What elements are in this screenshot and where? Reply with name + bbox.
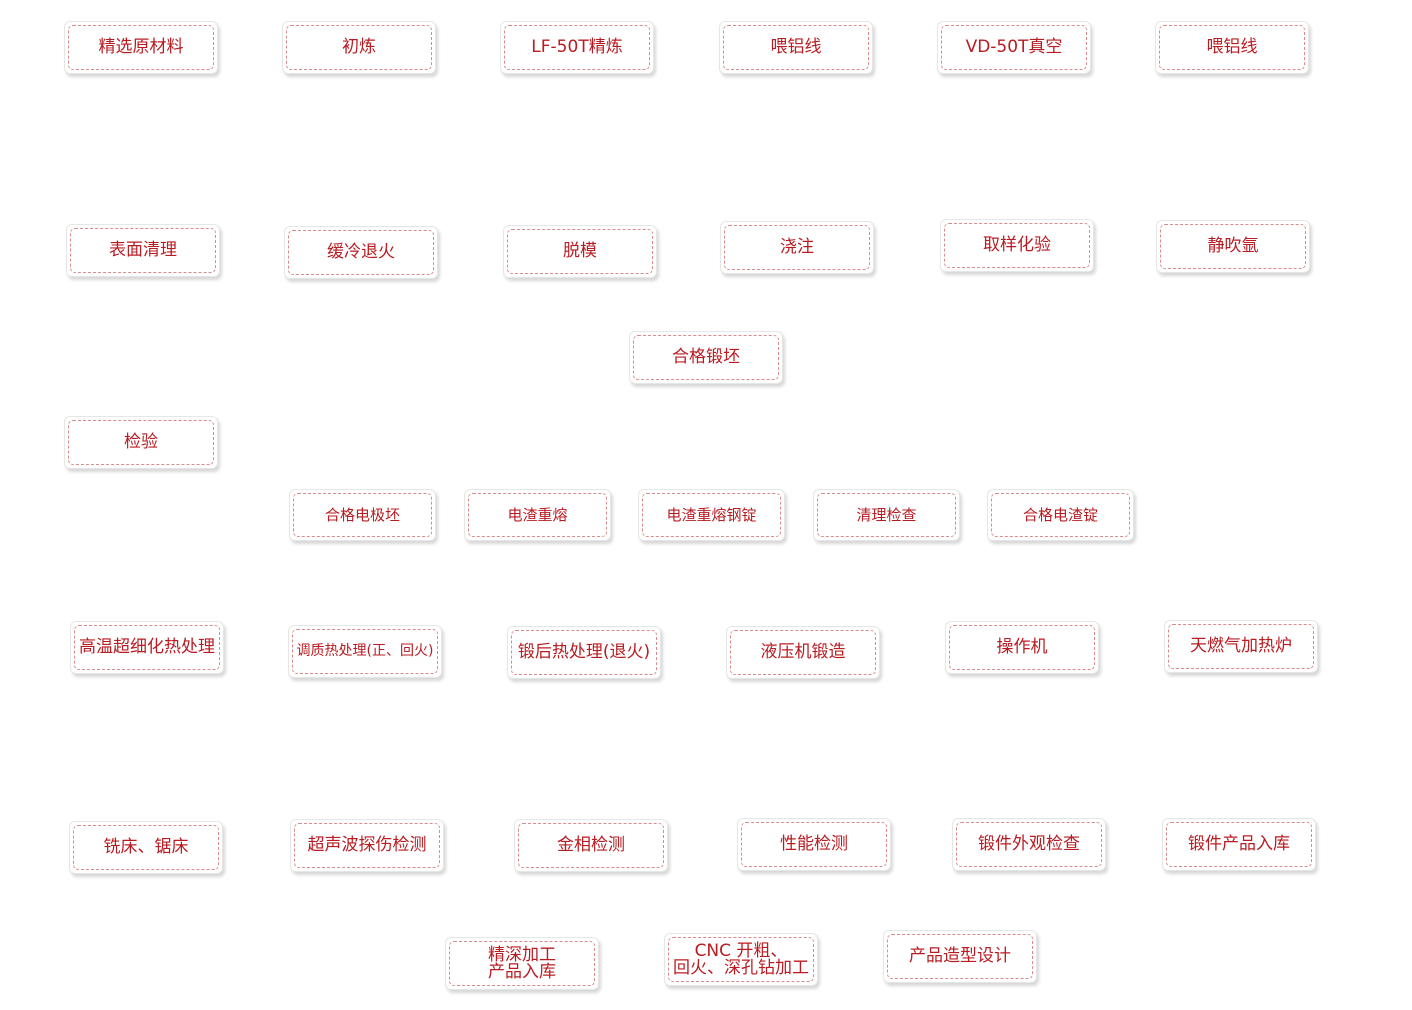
step-label: 锻件外观检查 [978, 834, 1080, 854]
step-slow-cool-annealing: 缓冷退火 [284, 226, 438, 279]
step-argon-blowing: 静吹氩 [1156, 220, 1310, 273]
step-label: 喂铝线 [770, 37, 822, 57]
step-label: 性能检测 [780, 834, 848, 854]
step-label: 合格电极坯 [324, 505, 400, 524]
step-clean-inspect: 清理检查 [813, 489, 960, 541]
step-gas-heating-furnace: 天燃气加热炉 [1164, 620, 1318, 673]
step-deep-processing-storage: 精深加工 产品入库 [445, 937, 599, 990]
step-label: 精选原材料 [98, 37, 184, 57]
step-label: 产品造型设计 [909, 946, 1011, 966]
step-manipulator: 操作机 [945, 621, 1099, 674]
step-label: VD-50T真空 [965, 37, 1063, 57]
step-label: 液压机锻造 [760, 642, 846, 662]
step-primary-smelting: 初炼 [282, 21, 436, 74]
step-label: 检验 [124, 432, 158, 452]
step-product-design: 产品造型设计 [883, 930, 1037, 983]
step-high-temp-refining-heat-treatment: 高温超细化热处理 [70, 621, 224, 674]
step-label: 超声波探伤检测 [307, 835, 427, 855]
step-label: 调质热处理(正、回火) [296, 643, 434, 659]
step-label: 金相检测 [557, 835, 625, 855]
step-lf-refining: LF-50T精炼 [500, 21, 654, 74]
step-label: 合格电渣锭 [1022, 505, 1098, 524]
step-label: 天燃气加热炉 [1190, 636, 1292, 656]
step-surface-cleaning: 表面清理 [66, 224, 220, 277]
step-label: LF-50T精炼 [531, 37, 623, 57]
step-milling-sawing: 铣床、锯床 [69, 821, 223, 874]
step-label: 清理检查 [856, 505, 917, 524]
step-vd-vacuum: VD-50T真空 [937, 21, 1091, 74]
step-label: 初炼 [342, 37, 376, 57]
step-inspection: 检验 [64, 416, 218, 469]
step-aluminum-wire-feeding-1: 喂铝线 [719, 21, 873, 74]
step-electroslag-remelting: 电渣重熔 [464, 489, 611, 541]
step-label: 电渣重熔 [507, 505, 568, 524]
step-forging-product-storage: 锻件产品入库 [1162, 818, 1316, 871]
step-pouring: 浇注 [720, 221, 874, 274]
step-quench-temper-heat-treatment: 调质热处理(正、回火) [288, 625, 442, 678]
step-label: 铣床、锯床 [103, 837, 189, 857]
step-cnc-roughing-drilling: CNC 开粗、 回火、深孔钻加工 [664, 933, 818, 986]
step-label: 脱模 [563, 241, 597, 261]
step-metallographic-testing: 金相检测 [514, 819, 668, 872]
step-qualified-electrode-billet: 合格电极坯 [289, 489, 436, 541]
step-forging-appearance-check: 锻件外观检查 [952, 818, 1106, 871]
step-label: 表面清理 [109, 240, 177, 260]
step-sampling-assay: 取样化验 [940, 219, 1094, 272]
step-demolding: 脱模 [503, 225, 657, 278]
step-label: 静吹氩 [1207, 236, 1259, 256]
step-label: 高温超细化热处理 [79, 637, 215, 657]
step-label: 锻件产品入库 [1188, 834, 1290, 854]
step-label: 锻后热处理(退火) [517, 642, 651, 662]
step-ultrasonic-testing: 超声波探伤检测 [290, 819, 444, 872]
step-select-raw-materials: 精选原材料 [64, 21, 218, 74]
step-esr-steel-ingot: 电渣重熔钢锭 [638, 489, 785, 541]
step-label: 电渣重熔钢锭 [666, 505, 757, 524]
step-label: 合格锻坯 [672, 347, 740, 367]
step-post-forging-heat-treatment: 锻后热处理(退火) [507, 626, 661, 679]
step-label: 操作机 [996, 637, 1048, 657]
step-label: 精深加工 产品入库 [488, 944, 556, 982]
step-performance-testing: 性能检测 [737, 818, 891, 871]
step-label: 取样化验 [983, 235, 1051, 255]
step-hydraulic-press-forging: 液压机锻造 [726, 626, 880, 679]
step-label: 缓冷退火 [327, 242, 395, 262]
step-aluminum-wire-feeding-2: 喂铝线 [1155, 21, 1309, 74]
step-qualified-forging-billet: 合格锻坯 [629, 331, 783, 384]
step-label: 浇注 [780, 237, 814, 257]
step-label: CNC 开粗、 回火、深孔钻加工 [673, 940, 809, 978]
step-label: 喂铝线 [1206, 37, 1258, 57]
step-qualified-esr-ingot: 合格电渣锭 [987, 489, 1134, 541]
